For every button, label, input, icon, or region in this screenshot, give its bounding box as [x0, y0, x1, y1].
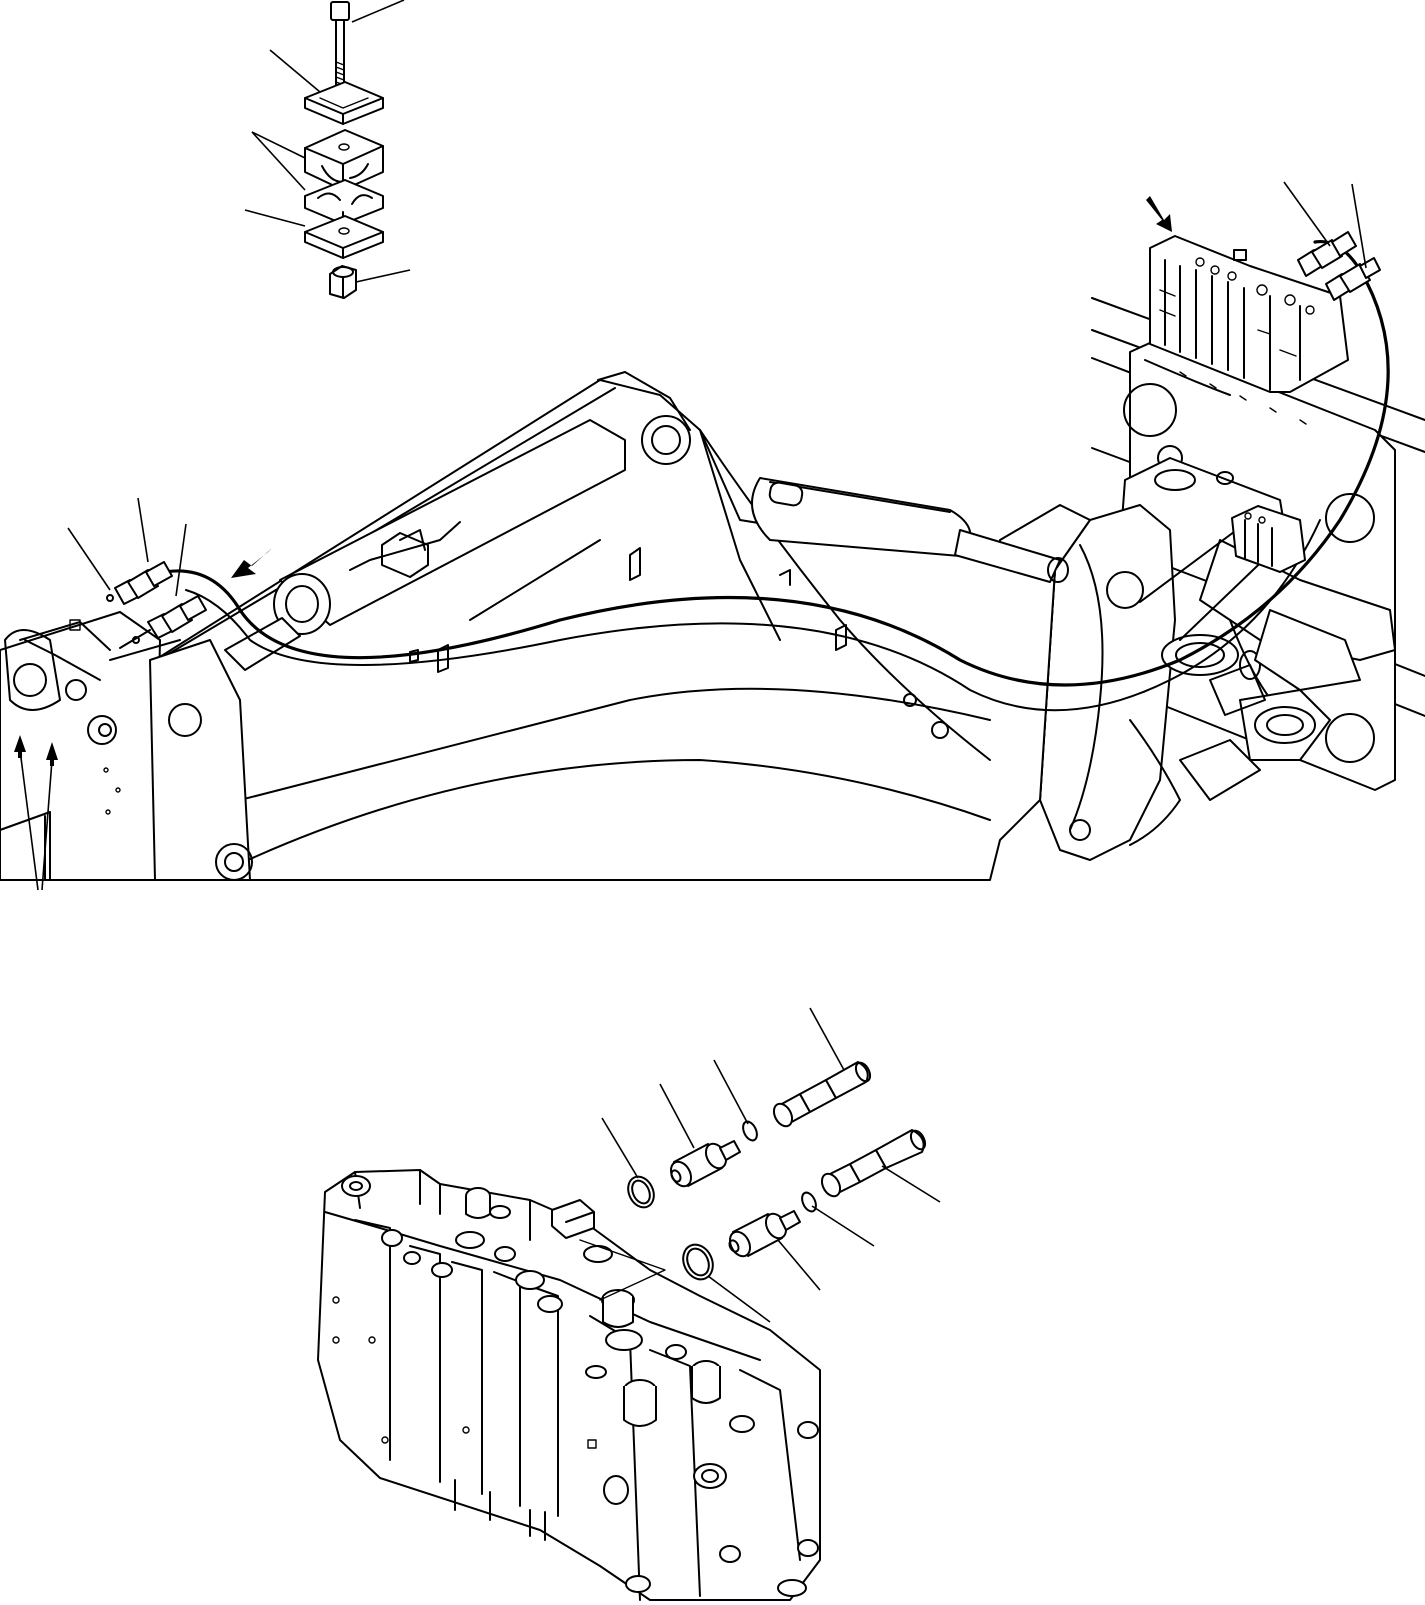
lower-plate [304, 215, 384, 259]
mounted-valve-block [1231, 505, 1306, 573]
coupler-upper [106, 561, 173, 605]
o-ring-small-upper [742, 1120, 758, 1142]
valve-coupler-lower [1325, 257, 1381, 301]
boom-cylinder [224, 419, 626, 671]
o-ring-large-upper [627, 1175, 655, 1209]
bolt [330, 1, 350, 89]
fitting-row-upper [627, 1061, 872, 1209]
fitting-leader-lines [601, 1007, 941, 1323]
arrow-valve [1146, 196, 1172, 232]
o-ring-large-lower [682, 1243, 714, 1281]
arrow-boom [231, 548, 272, 578]
coupler-lower [132, 595, 207, 644]
adapter-upper [669, 1140, 741, 1188]
upper-plate [304, 81, 384, 125]
boom-hose-routing-view [0, 181, 1425, 891]
hose-fitting-upper [772, 1061, 872, 1128]
valve-couplers [1283, 181, 1381, 301]
fitting-row-lower [682, 1129, 927, 1281]
clamp-assembly-detail [244, 0, 411, 299]
arrow-up-left [14, 735, 26, 758]
valve-coupler-upper [1297, 231, 1357, 277]
control-valve-small [1149, 235, 1349, 393]
control-valve-block [317, 1169, 821, 1601]
clamp-leader-lines [244, 0, 411, 283]
clamp-block-upper [304, 129, 384, 191]
adapter-lower [728, 1210, 801, 1258]
arm-end-bracket [0, 611, 253, 881]
hose-fitting-lower [820, 1129, 927, 1198]
o-ring-small-lower [801, 1191, 817, 1213]
arrow-up-right [46, 742, 58, 766]
boom-end-couplers [67, 497, 207, 644]
control-valve-fitting-detail [317, 1007, 941, 1601]
arm-cylinder [751, 477, 1069, 583]
nut [329, 265, 357, 299]
direction-arrows [14, 196, 1172, 891]
clamp-block-lower [304, 179, 384, 225]
